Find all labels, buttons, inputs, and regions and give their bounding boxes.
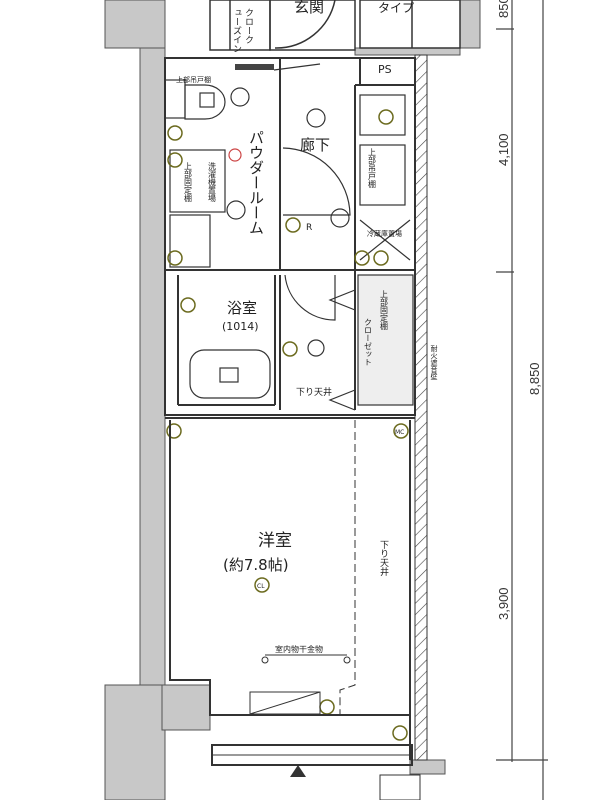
dimension-lines: [496, 0, 548, 800]
upper-cabinet-right-label: 上部吊戸棚: [368, 148, 377, 189]
dim-4100: 4,100: [496, 133, 511, 166]
lowered-ceiling-label-1: 下り天井: [296, 386, 332, 398]
fire-wall-hatch: [414, 54, 428, 761]
drying-rack-label: 室内物干金物: [275, 644, 323, 654]
structural-walls: [104, 0, 481, 800]
ps-label: PS: [378, 63, 392, 76]
drying-rack-hook-icon: [343, 656, 351, 664]
fire-wall-label: 耐火遮音壁: [430, 344, 438, 380]
lowered-ceiling-label-2: 下り天井: [378, 540, 389, 577]
western-room-size-label: (約7.8帖): [223, 556, 289, 574]
upper-fixed-shelf-label: 上部固定棚: [380, 290, 389, 331]
entrance-label: 玄関: [294, 0, 324, 16]
cl-icon: [254, 577, 270, 593]
western-room-walls: [169, 420, 413, 766]
mc-label: MC: [395, 429, 404, 436]
top-rooms: [209, 0, 461, 51]
upper-fixed-shelf-left-label: 上部固定棚: [184, 162, 193, 203]
shoes-closet-label-1: ューズイン: [231, 8, 242, 53]
powder-fixtures: [164, 63, 414, 411]
dim-850: 850: [496, 0, 511, 18]
shoes-closet-label-2: クローク: [243, 8, 253, 44]
washer-space-label: 洗濯機置場: [208, 161, 217, 203]
dim-8850: 8,850: [527, 362, 542, 395]
interior-walls: [164, 57, 416, 419]
outdoor-unit: [379, 774, 421, 800]
hallway-label: 廊下: [300, 136, 330, 154]
bathroom-size-label: (1014): [222, 320, 259, 333]
powder-room-label: パウダールーム: [247, 130, 265, 235]
type-label: タイプ: [378, 1, 414, 15]
cl-label: CL: [257, 583, 265, 590]
ceiling-light-red: [228, 148, 242, 162]
closet-label: クローゼット: [364, 318, 373, 366]
outlet-r-label: R: [306, 223, 312, 233]
western-room-label: 洋室: [258, 531, 292, 551]
entrance-direction-icon: [290, 765, 306, 777]
vent-mark: [235, 64, 274, 70]
fridge-space-label: 冷蔵庫置場: [367, 229, 402, 238]
dim-3900: 3,900: [496, 587, 511, 620]
bathroom-label: 浴室: [227, 299, 257, 317]
upper-cabinet-label: 上部吊戸棚: [176, 75, 211, 84]
drying-rack-hook-icon: [261, 656, 269, 664]
